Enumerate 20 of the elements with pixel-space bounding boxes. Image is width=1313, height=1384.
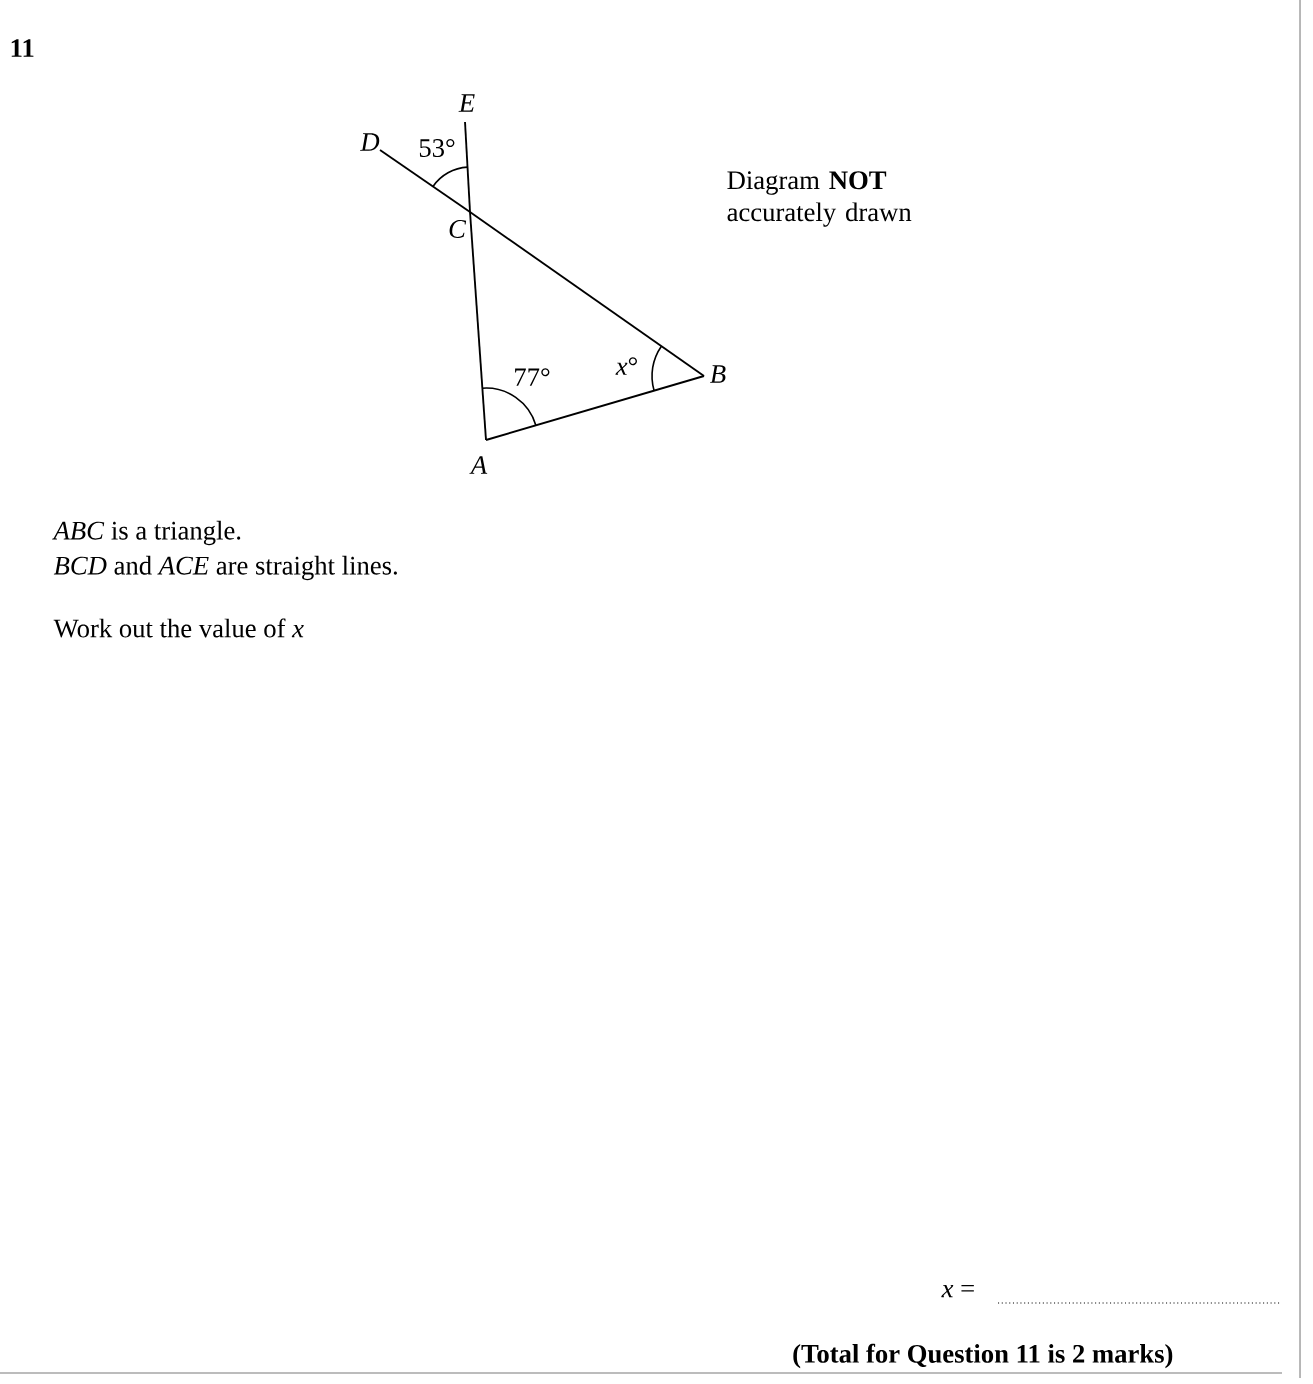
question-text: BCD and ACE are straight lines. [53, 555, 397, 581]
line-segment [464, 121, 471, 213]
question-text: Work out the value of x [53, 618, 304, 638]
angle-label: x° [615, 357, 637, 375]
line-segment [379, 149, 471, 213]
vertex-label: B [710, 365, 726, 383]
vertex-label: E [458, 94, 475, 112]
vertex-label: C [449, 220, 467, 238]
total-marks: (Total for Question 11 is 2 marks) [793, 1343, 1173, 1369]
line-segment [469, 211, 705, 377]
vertex-label: A [469, 456, 488, 474]
note-text: Diagram NOT accurately drawn [727, 171, 912, 227]
angle-label: 77° [515, 368, 550, 386]
answer-prompt: x = [941, 1284, 974, 1298]
line-segment [469, 211, 487, 441]
angle-label: 53° [419, 139, 455, 157]
question-text: ABC is a triangle. [52, 520, 241, 546]
question-number: 11 [11, 39, 34, 57]
line-segment [485, 375, 705, 441]
vertex-label: D [360, 133, 380, 151]
